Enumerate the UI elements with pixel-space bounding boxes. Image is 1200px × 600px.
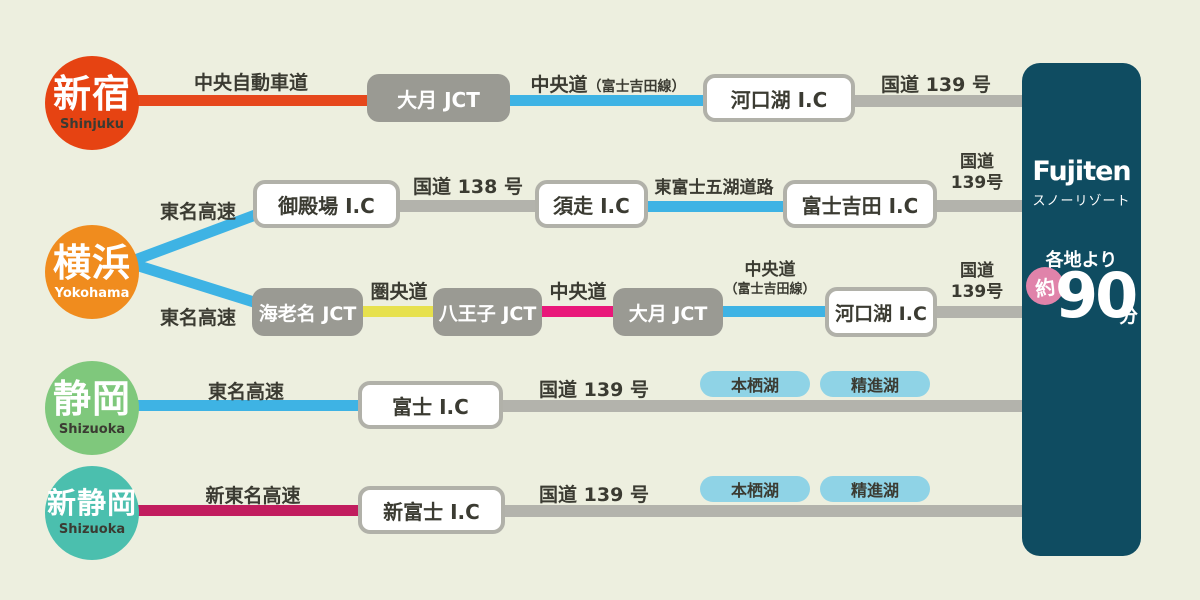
origin-shinjuku: 新宿 Shinjuku: [45, 56, 139, 150]
road-label-tomei-shizuoka: 東名高速: [207, 381, 285, 403]
road-label-national139-lower: 国道 139号: [951, 261, 1004, 303]
road-label-tomei-upper: 東名高速: [159, 201, 237, 223]
origin-shin-shizuoka-romaji: Shizuoka: [58, 522, 126, 537]
origin-shizuoka-kanji: 静岡: [52, 376, 131, 421]
route-line-shintomei: [128, 505, 363, 516]
origin-shizuoka: 静岡 Shizuoka: [45, 361, 139, 455]
destination-panel: Fujiten スノーリゾート 各地より 約 90 分: [1022, 63, 1141, 556]
origin-shin-shizuoka: 新静岡 Shizuoka: [45, 466, 139, 560]
route-line-chuo-fujiyoshida-2: [718, 306, 828, 317]
fujiten-logo-sub: スノーリゾート: [1032, 194, 1131, 209]
origin-yokohama: 横浜 Yokohama: [45, 225, 139, 319]
road-label-kenodo: 圏央道: [370, 281, 428, 303]
node-otsuki-jct-2: 大月 JCT: [613, 288, 723, 336]
node-fujiyoshida-ic: 富士吉田 I.C: [783, 180, 937, 228]
lake-shojiko-badge-2: 精進湖: [820, 476, 930, 502]
route-line-chuo-fujiyoshida: [505, 95, 710, 106]
road-label-line2: 139号: [950, 282, 1004, 302]
node-kawaguchiko-ic: 河口湖 I.C: [703, 74, 855, 122]
node-shinfuji-ic: 新富士 I.C: [358, 486, 505, 534]
road-label-line1: 国道: [960, 152, 994, 172]
road-label-line1: 中央道: [744, 260, 796, 280]
road-label-national139-shinshizuoka: 国道 139 号: [539, 484, 649, 506]
origin-yokohama-kanji: 横浜: [52, 240, 131, 285]
route-line-chuodo: [537, 306, 618, 317]
minutes-value: 90: [1055, 259, 1138, 332]
route-line-national139-shinshizuoka: [500, 505, 1022, 517]
origin-shinjuku-kanji: 新宿: [52, 71, 131, 116]
route-line-chuo-expressway: [128, 95, 372, 106]
road-label-tomei-lower: 東名高速: [159, 307, 237, 329]
fujiten-logo: Fujiten: [1032, 156, 1131, 187]
road-label-chuo-expressway: 中央自動車道: [193, 72, 309, 94]
route-line-higashifuji-goko: [643, 201, 788, 212]
origin-shinjuku-romaji: Shinjuku: [60, 116, 124, 132]
from-anywhere-label: 各地より: [1045, 250, 1118, 271]
origin-shizuoka-romaji: Shizuoka: [58, 421, 126, 437]
road-label-higashifuji-goko: 東富士五湖道路: [654, 178, 774, 198]
road-label-chuo-fujiyoshida-2: 中央道 （富士吉田線）: [724, 260, 815, 300]
node-subashiri-ic: 須走 I.C: [535, 180, 648, 228]
node-otsuki-jct: 大月 JCT: [367, 74, 510, 122]
node-kawaguchiko-ic-2: 河口湖 I.C: [825, 287, 937, 337]
node-hachioji-jct: 八王子 JCT: [433, 288, 542, 336]
route-line-kenodo: [358, 306, 438, 317]
lake-motosuko-badge: 本栖湖: [700, 371, 810, 397]
road-label-shintomei: 新東名高速: [205, 485, 301, 507]
route-line-national139: [850, 95, 1022, 107]
road-label-line2: 139号: [950, 173, 1004, 193]
route-line-tomei-lower: [129, 258, 264, 310]
origin-yokohama-romaji: Yokohama: [54, 285, 130, 301]
node-ebina-jct: 海老名 JCT: [252, 288, 363, 336]
route-line-tomei-shizuoka: [128, 400, 363, 411]
road-label-line1: 国道: [960, 261, 994, 281]
road-label-national139-upper: 国道 139号: [951, 152, 1004, 194]
lake-shojiko-badge: 精進湖: [820, 371, 930, 397]
road-label-sub: （富士吉田線）: [587, 79, 686, 95]
minutes-unit: 分: [1119, 305, 1139, 327]
road-label-line2: （富士吉田線）: [724, 282, 816, 297]
route-line-national139-upper: [932, 200, 1022, 212]
origin-shin-shizuoka-kanji: 新静岡: [46, 486, 137, 520]
approx-badge: 約: [1026, 267, 1064, 305]
road-label-national139: 国道 139 号: [881, 74, 991, 96]
node-fuji-ic: 富士 I.C: [358, 381, 503, 429]
road-label-chuo-fujiyoshida: 中央道（富士吉田線）: [530, 70, 685, 97]
route-line-national138: [395, 200, 540, 212]
road-label-chuodo: 中央道: [549, 281, 607, 303]
route-line-national139-lower: [933, 306, 1022, 318]
road-label-national138: 国道 138 号: [413, 176, 523, 198]
road-label-main: 中央道: [530, 74, 588, 96]
road-label-national139-shizuoka: 国道 139 号: [539, 379, 649, 401]
lake-motosuko-badge-2: 本栖湖: [700, 476, 810, 502]
route-line-national139-shizuoka: [498, 400, 1022, 412]
node-gotemba-ic: 御殿場 I.C: [253, 180, 400, 228]
approx-badge-label: 約: [1033, 273, 1058, 302]
